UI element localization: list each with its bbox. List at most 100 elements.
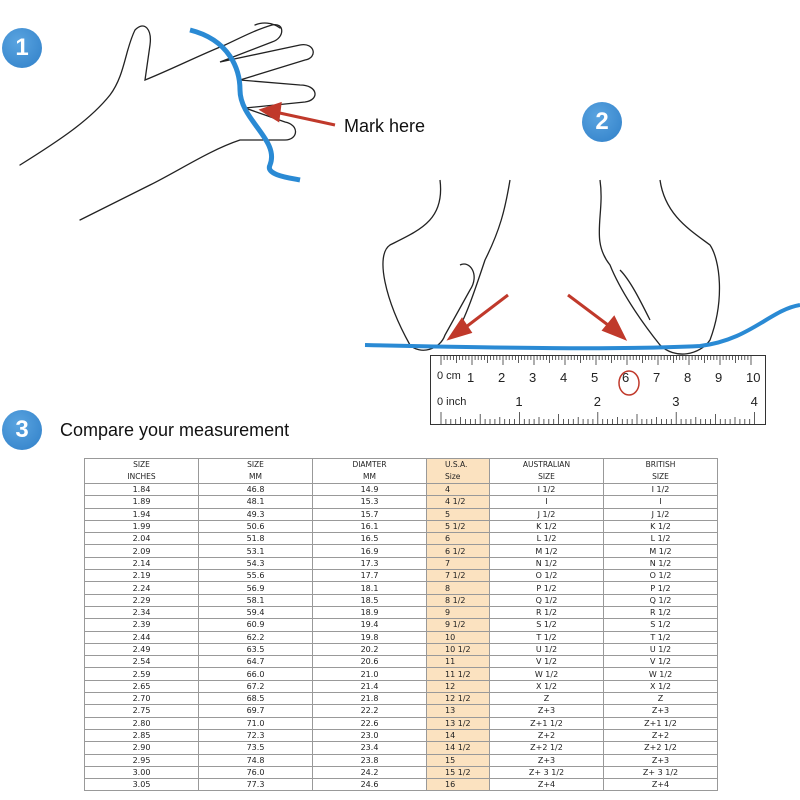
table-cell: 2.49: [84, 642, 199, 657]
cm-tick-label: 4: [560, 370, 568, 385]
table-cell: 14 1/2: [426, 741, 490, 755]
table-cell: 2.75: [84, 704, 199, 718]
table-cell: 54.3: [198, 556, 313, 571]
table-cell: P 1/2: [489, 581, 604, 595]
table-cell: Z: [489, 692, 604, 706]
table-cell: 1.84: [84, 482, 199, 497]
table-cell: 12 1/2: [426, 692, 490, 706]
circled-mark-icon: [618, 370, 640, 396]
table-cell: Z+1 1/2: [489, 716, 604, 730]
table-cell: Z+3: [603, 704, 718, 718]
table-cell: 68.5: [198, 692, 313, 706]
table-cell: L 1/2: [489, 532, 604, 546]
arrow-right-icon: [567, 293, 628, 341]
table-cell: 2.85: [84, 728, 199, 743]
hand-illustration: [19, 22, 316, 221]
table-cell: 21.0: [312, 667, 427, 681]
table-cell: 2.24: [84, 581, 199, 595]
table-cell: 17.7: [312, 569, 427, 583]
table-cell: 1.99: [84, 519, 199, 534]
table-cell: 13 1/2: [426, 716, 490, 730]
header-text: DIAMTER: [352, 460, 387, 469]
header-text: SIZE: [652, 472, 669, 481]
table-cell: 9: [426, 605, 490, 620]
table-cell: 15: [426, 753, 490, 767]
table-cell: 16.9: [312, 544, 427, 558]
table-cell: 13: [426, 704, 490, 718]
table-cell: 73.5: [198, 741, 313, 755]
table-cell: Z+ 3 1/2: [489, 765, 604, 780]
table-cell: 3.00: [84, 765, 199, 780]
table-cell: 20.6: [312, 655, 427, 669]
table-cell: 10: [426, 630, 490, 644]
table-cell: 49.3: [198, 507, 313, 521]
inch-tick-label: 4: [750, 394, 758, 409]
table-cell: T 1/2: [489, 630, 604, 644]
table-cell: U 1/2: [489, 642, 604, 657]
table-cell: 18.1: [312, 581, 427, 595]
table-cell: Z+2: [603, 728, 718, 743]
table-cell: K 1/2: [489, 519, 604, 534]
header-text: INCHES: [127, 472, 156, 481]
table-cell: 7: [426, 556, 490, 571]
table-cell: 2.90: [84, 741, 199, 755]
table-cell: 15.7: [312, 507, 427, 521]
table-cell: 23.4: [312, 741, 427, 755]
header-text: U.S.A.: [445, 460, 468, 469]
arrow-left-icon: [446, 293, 509, 341]
table-cell: S 1/2: [603, 618, 718, 632]
table-cell: 14: [426, 728, 490, 743]
table-cell: 67.2: [198, 679, 313, 694]
header-text: SIZE: [133, 460, 150, 469]
table-cell: Z+3: [603, 753, 718, 767]
header-text: Size: [445, 472, 461, 481]
inch-label: 0 inch: [437, 396, 467, 408]
table-cell: 2.29: [84, 593, 199, 607]
column-header: SIZE INCHES: [84, 458, 199, 484]
table-cell: 2.95: [84, 753, 199, 767]
header-text: SIZE: [538, 472, 555, 481]
table-cell: Z+2 1/2: [489, 741, 604, 755]
table-cell: 62.2: [198, 630, 313, 644]
cm-label: 0 cm: [437, 370, 461, 382]
table-cell: 2.14: [84, 556, 199, 571]
table-cell: P 1/2: [603, 581, 718, 595]
column-header: U.S.A. Size: [426, 458, 490, 484]
table-cell: Q 1/2: [489, 593, 604, 607]
table-cell: 4: [426, 482, 490, 497]
table-cell: 23.0: [312, 728, 427, 743]
table-cell: I 1/2: [489, 482, 604, 497]
hands-ruler-illustration: [382, 179, 721, 355]
table-cell: 11: [426, 655, 490, 669]
table-cell: 21.8: [312, 692, 427, 706]
table-cell: 46.8: [198, 482, 313, 497]
cm-tick-label: 10: [746, 370, 761, 385]
table-cell: 22.2: [312, 704, 427, 718]
table-cell: X 1/2: [603, 679, 718, 694]
cm-tick-label: 3: [529, 370, 537, 385]
inch-tick-label: 1: [515, 394, 523, 409]
table-cell: M 1/2: [489, 544, 604, 558]
table-cell: 2.65: [84, 679, 199, 694]
header-text: MM: [249, 472, 262, 481]
table-cell: 74.8: [198, 753, 313, 767]
cm-tick-label: 6: [622, 370, 630, 385]
header-text: MM: [363, 472, 376, 481]
table-cell: 8: [426, 581, 490, 595]
table-cell: Z+2: [489, 728, 604, 743]
table-cell: 22.6: [312, 716, 427, 730]
